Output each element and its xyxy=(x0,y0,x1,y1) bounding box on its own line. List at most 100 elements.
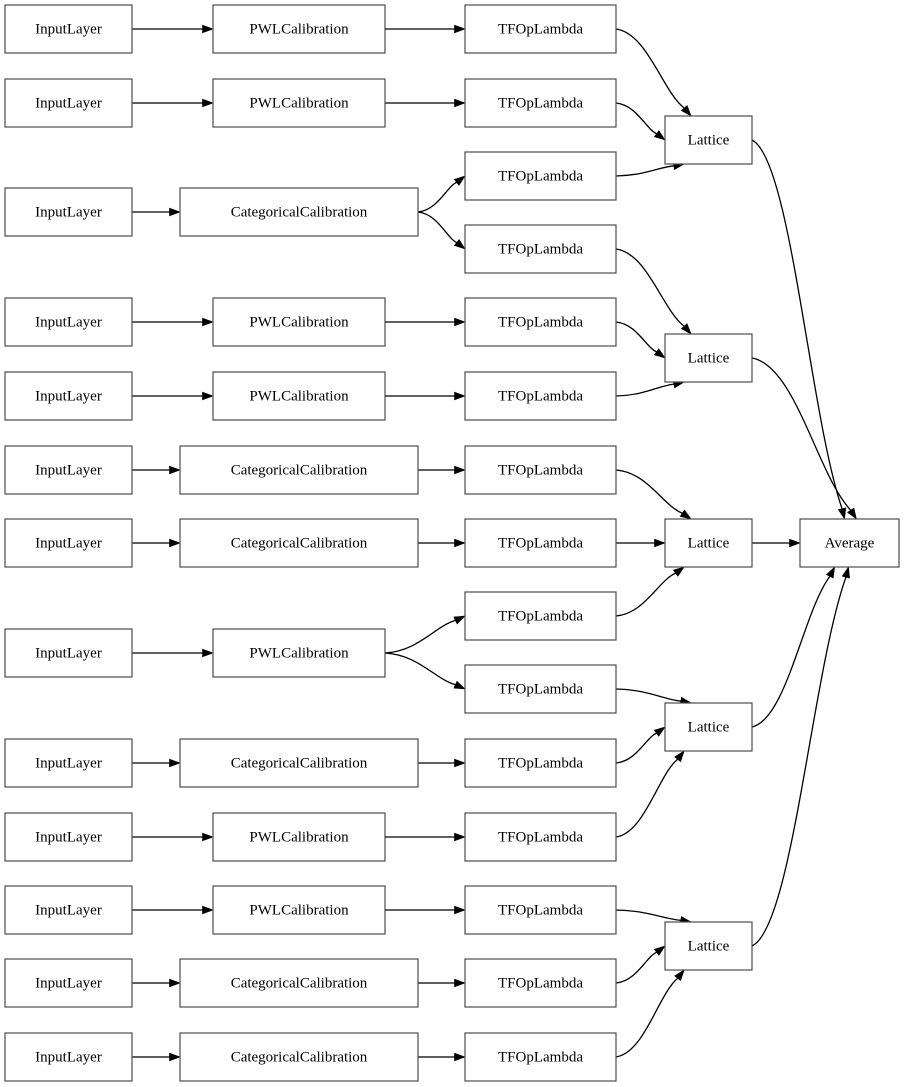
node-input-layer-in10[interactable]: InputLayer xyxy=(4,812,133,862)
node-box[interactable] xyxy=(4,78,133,128)
node-box[interactable] xyxy=(664,333,753,383)
node-pwlcalibration-cal1[interactable]: PWLCalibration xyxy=(212,4,386,54)
node-box[interactable] xyxy=(464,958,617,1008)
node-box[interactable] xyxy=(4,445,133,495)
node-box[interactable] xyxy=(212,812,386,862)
node-tfop-lambda-op8[interactable]: TFOpLambda xyxy=(464,518,617,568)
node-box[interactable] xyxy=(464,1032,617,1082)
node-pwlcalibration-cal11[interactable]: PWLCalibration xyxy=(212,885,386,935)
node-tfop-lambda-op10[interactable]: TFOpLambda xyxy=(464,664,617,714)
node-categorical-calibration-cal9[interactable]: CategoricalCalibration xyxy=(179,738,419,788)
node-box[interactable] xyxy=(179,738,419,788)
node-box[interactable] xyxy=(664,921,753,971)
node-box[interactable] xyxy=(464,4,617,54)
node-box[interactable] xyxy=(799,518,900,568)
node-lattice-lat2[interactable]: Lattice xyxy=(664,333,753,383)
node-tfop-lambda-op6[interactable]: TFOpLambda xyxy=(464,371,617,421)
node-box[interactable] xyxy=(464,591,617,641)
node-box[interactable] xyxy=(4,297,133,347)
node-input-layer-in6[interactable]: InputLayer xyxy=(4,445,133,495)
node-box[interactable] xyxy=(464,151,617,201)
node-pwlcalibration-cal5[interactable]: PWLCalibration xyxy=(212,371,386,421)
node-input-layer-in12[interactable]: InputLayer xyxy=(4,958,133,1008)
node-tfop-lambda-op4[interactable]: TFOpLambda xyxy=(464,224,617,274)
node-tfop-lambda-op15[interactable]: TFOpLambda xyxy=(464,1032,617,1082)
node-box[interactable] xyxy=(4,885,133,935)
node-box[interactable] xyxy=(179,1032,419,1082)
node-box[interactable] xyxy=(464,445,617,495)
node-box[interactable] xyxy=(464,812,617,862)
node-input-layer-in8[interactable]: InputLayer xyxy=(4,628,133,678)
node-pwlcalibration-cal2[interactable]: PWLCalibration xyxy=(212,78,386,128)
node-box[interactable] xyxy=(4,738,133,788)
node-box[interactable] xyxy=(4,518,133,568)
node-box[interactable] xyxy=(464,224,617,274)
node-input-layer-in7[interactable]: InputLayer xyxy=(4,518,133,568)
node-box[interactable] xyxy=(4,371,133,421)
node-box[interactable] xyxy=(464,664,617,714)
node-input-layer-in11[interactable]: InputLayer xyxy=(4,885,133,935)
node-box[interactable] xyxy=(4,958,133,1008)
node-input-layer-in3[interactable]: InputLayer xyxy=(4,187,133,237)
node-box[interactable] xyxy=(4,628,133,678)
node-tfop-lambda-op9[interactable]: TFOpLambda xyxy=(464,591,617,641)
node-tfop-lambda-op12[interactable]: TFOpLambda xyxy=(464,812,617,862)
node-box[interactable] xyxy=(464,297,617,347)
node-box[interactable] xyxy=(464,78,617,128)
node-box[interactable] xyxy=(464,518,617,568)
arrow-head-icon xyxy=(674,750,685,763)
node-box[interactable] xyxy=(464,738,617,788)
node-box[interactable] xyxy=(4,187,133,237)
node-tfop-lambda-op3[interactable]: TFOpLambda xyxy=(464,151,617,201)
node-box[interactable] xyxy=(212,78,386,128)
node-average-avg[interactable]: Average xyxy=(799,518,900,568)
node-categorical-calibration-cal3[interactable]: CategoricalCalibration xyxy=(179,187,419,237)
node-lattice-lat5[interactable]: Lattice xyxy=(664,921,753,971)
node-input-layer-in5[interactable]: InputLayer xyxy=(4,371,133,421)
node-input-layer-in2[interactable]: InputLayer xyxy=(4,78,133,128)
node-box[interactable] xyxy=(4,812,133,862)
node-box[interactable] xyxy=(179,445,419,495)
node-input-layer-in13[interactable]: InputLayer xyxy=(4,1032,133,1082)
node-label: TFOpLambda xyxy=(498,975,583,991)
arrow-head-icon xyxy=(453,680,466,690)
node-categorical-calibration-cal6[interactable]: CategoricalCalibration xyxy=(179,445,419,495)
node-box[interactable] xyxy=(212,4,386,54)
node-box[interactable] xyxy=(212,371,386,421)
node-lattice-lat3[interactable]: Lattice xyxy=(664,518,753,568)
node-pwlcalibration-cal8[interactable]: PWLCalibration xyxy=(212,628,386,678)
node-box[interactable] xyxy=(4,1032,133,1082)
node-categorical-calibration-cal7[interactable]: CategoricalCalibration xyxy=(179,518,419,568)
node-box[interactable] xyxy=(179,518,419,568)
node-input-layer-in4[interactable]: InputLayer xyxy=(4,297,133,347)
node-box[interactable] xyxy=(212,297,386,347)
node-box[interactable] xyxy=(179,187,419,237)
node-tfop-lambda-op5[interactable]: TFOpLambda xyxy=(464,297,617,347)
edge-tfop-lambda-to-lattice xyxy=(615,469,692,520)
node-box[interactable] xyxy=(179,958,419,1008)
node-box[interactable] xyxy=(212,885,386,935)
node-categorical-calibration-cal13[interactable]: CategoricalCalibration xyxy=(179,1032,419,1082)
node-input-layer-in1[interactable]: InputLayer xyxy=(4,4,133,54)
node-tfop-lambda-op11[interactable]: TFOpLambda xyxy=(464,738,617,788)
node-box[interactable] xyxy=(4,4,133,54)
edge-input-layer-to-pwlcalibration xyxy=(132,905,214,915)
node-tfop-lambda-op13[interactable]: TFOpLambda xyxy=(464,885,617,935)
node-tfop-lambda-op14[interactable]: TFOpLambda xyxy=(464,958,617,1008)
node-pwlcalibration-cal4[interactable]: PWLCalibration xyxy=(212,297,386,347)
node-box[interactable] xyxy=(464,371,617,421)
node-lattice-lat4[interactable]: Lattice xyxy=(664,702,753,752)
node-box[interactable] xyxy=(212,628,386,678)
node-input-layer-in9[interactable]: InputLayer xyxy=(4,738,133,788)
node-box[interactable] xyxy=(464,885,617,935)
node-categorical-calibration-cal12[interactable]: CategoricalCalibration xyxy=(179,958,419,1008)
node-label: Lattice xyxy=(688,132,730,148)
node-tfop-lambda-op1[interactable]: TFOpLambda xyxy=(464,4,617,54)
node-lattice-lat1[interactable]: Lattice xyxy=(664,115,753,165)
node-tfop-lambda-op7[interactable]: TFOpLambda xyxy=(464,445,617,495)
node-box[interactable] xyxy=(664,115,753,165)
node-box[interactable] xyxy=(664,702,753,752)
node-tfop-lambda-op2[interactable]: TFOpLambda xyxy=(464,78,617,128)
node-box[interactable] xyxy=(664,518,753,568)
node-pwlcalibration-cal10[interactable]: PWLCalibration xyxy=(212,812,386,862)
